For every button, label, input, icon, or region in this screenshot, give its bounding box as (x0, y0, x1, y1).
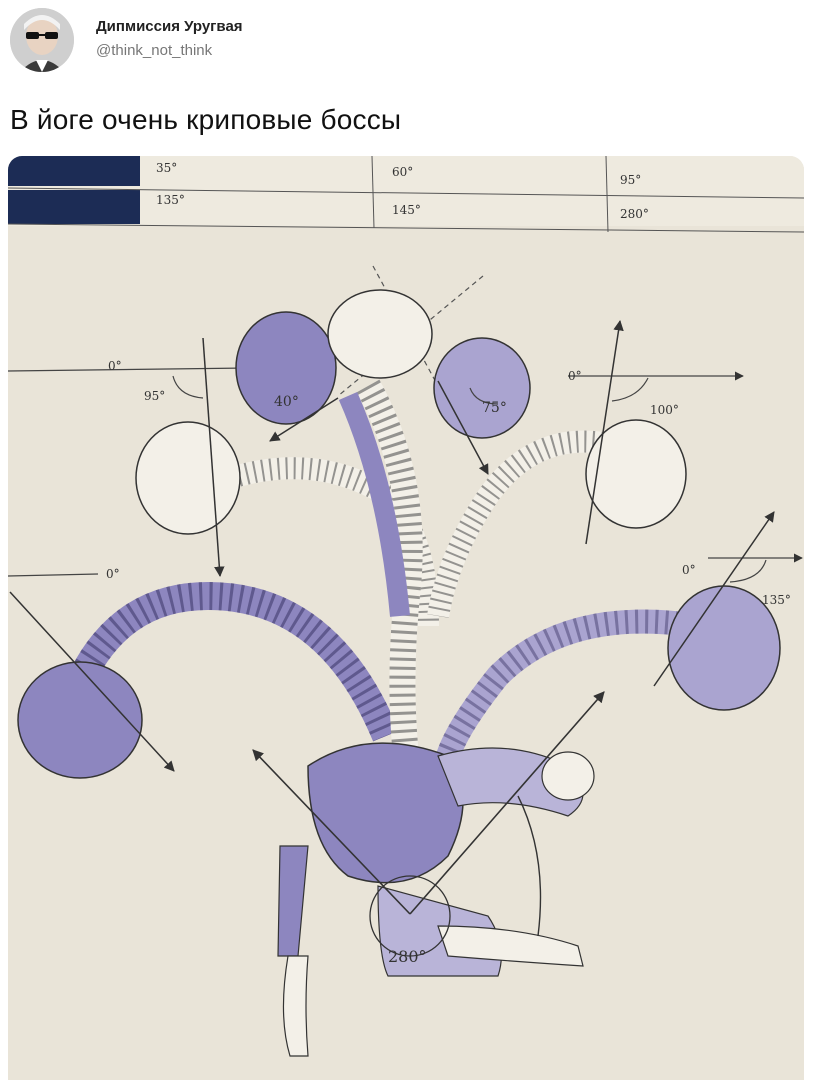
angle-table: 35° 60° 95° 135° 145° 280° (8, 156, 804, 233)
skull (585, 419, 687, 529)
yoga-spine-illustration: 35° 60° 95° 135° 145° 280° (8, 156, 804, 1080)
angle-labels: 0° 95° 40° 75° 0° 100° 0° 0° 135° 280° (106, 359, 791, 966)
table-cell: 95° (620, 173, 641, 187)
angle-label: 100° (650, 403, 679, 417)
skull (667, 585, 781, 711)
table-dark-cell (8, 156, 140, 186)
table-cell: 135° (156, 193, 185, 207)
skull (135, 421, 241, 535)
angle-label: 0° (108, 359, 122, 373)
table-cell: 60° (392, 165, 413, 179)
angle-label: 95° (144, 389, 165, 403)
direction-arrows (9, 319, 775, 915)
angle-label: 40° (274, 394, 299, 410)
angle-label: 0° (106, 567, 120, 581)
angle-label: 0° (568, 369, 582, 383)
angle-label: 280° (388, 947, 427, 966)
tweet-image[interactable]: 35° 60° 95° 135° 145° 280° (8, 156, 804, 1080)
table-dark-cell (8, 190, 140, 224)
author-name[interactable]: Дипмиссия Уругвая (96, 18, 243, 35)
skull-group (17, 289, 781, 779)
avatar[interactable] (10, 8, 74, 72)
skull (17, 661, 143, 779)
table-cell: 280° (620, 207, 649, 221)
spine-group (65, 379, 700, 761)
table-cell: 145° (392, 203, 421, 217)
angle-label: 0° (682, 563, 696, 577)
table-cell: 35° (156, 161, 177, 175)
skull (433, 337, 531, 439)
tweet-header: Дипмиссия Уругвая @think_not_think (10, 6, 806, 72)
angle-label: 75° (482, 400, 507, 416)
reference-line (8, 367, 249, 372)
skull (235, 311, 337, 425)
skull (327, 289, 433, 379)
angle-label: 135° (762, 593, 791, 607)
avatar-icon (10, 8, 74, 72)
author-handle[interactable]: @think_not_think (96, 42, 213, 59)
tweet-text: В йоге очень криповые боссы (10, 104, 402, 135)
reference-line (8, 573, 99, 577)
